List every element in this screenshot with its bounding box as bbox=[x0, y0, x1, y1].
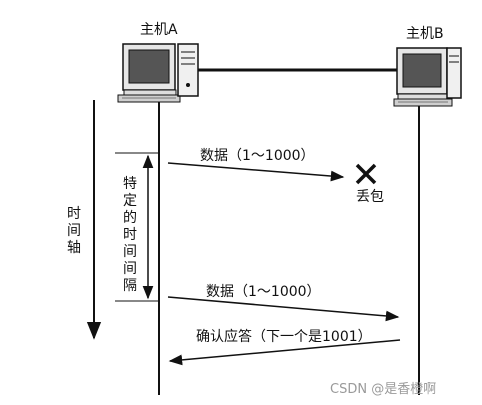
watermark: CSDN @是香橙啊 bbox=[330, 382, 437, 397]
time-axis-label: 时间轴 bbox=[67, 206, 81, 256]
retransmit-data-message-label: 数据（1～1000） bbox=[206, 284, 321, 300]
ack-arrow bbox=[168, 339, 401, 366]
packet-loss-x-icon bbox=[355, 163, 377, 185]
interval-bracket bbox=[115, 152, 160, 302]
interval-label: 特定的时间间隔 bbox=[123, 176, 137, 294]
host-b-label: 主机B bbox=[406, 26, 444, 42]
lost-data-message-label: 数据（1～1000） bbox=[200, 148, 315, 164]
retransmit-data-arrow bbox=[167, 296, 400, 322]
lost-data-arrow bbox=[167, 162, 345, 182]
host-a-label: 主机A bbox=[140, 22, 178, 38]
host-b-computer-icon bbox=[393, 47, 462, 107]
host-a-computer-icon bbox=[117, 43, 199, 103]
packet-loss-label: 丢包 bbox=[356, 189, 384, 205]
ack-message-label: 确认应答（下一个是1001） bbox=[196, 329, 372, 345]
